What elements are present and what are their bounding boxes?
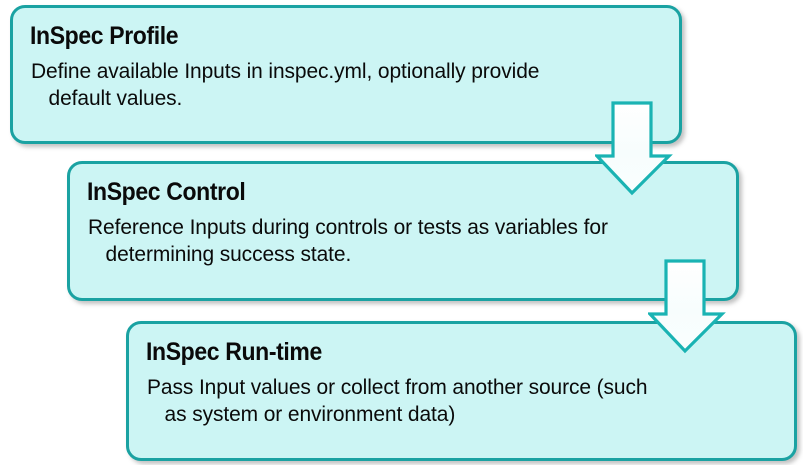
flow-step-inspec-profile[interactable]: InSpec Profile Define available Inputs i… (10, 5, 682, 144)
flow-step-body: Pass Input values or collect from anothe… (147, 375, 648, 426)
flow-step-title: InSpec Run-time (146, 338, 322, 366)
flow-step-inspec-run-time[interactable]: InSpec Run-time Pass Input values or col… (126, 321, 797, 461)
flow-step-inspec-control[interactable]: InSpec Control Reference Inputs during c… (67, 161, 739, 301)
flow-step-body: Define available Inputs in inspec.yml, o… (31, 59, 540, 110)
flow-step-title: InSpec Control (87, 178, 246, 206)
flow-step-body: Reference Inputs during controls or test… (88, 215, 608, 266)
flow-step-title: InSpec Profile (30, 22, 179, 50)
